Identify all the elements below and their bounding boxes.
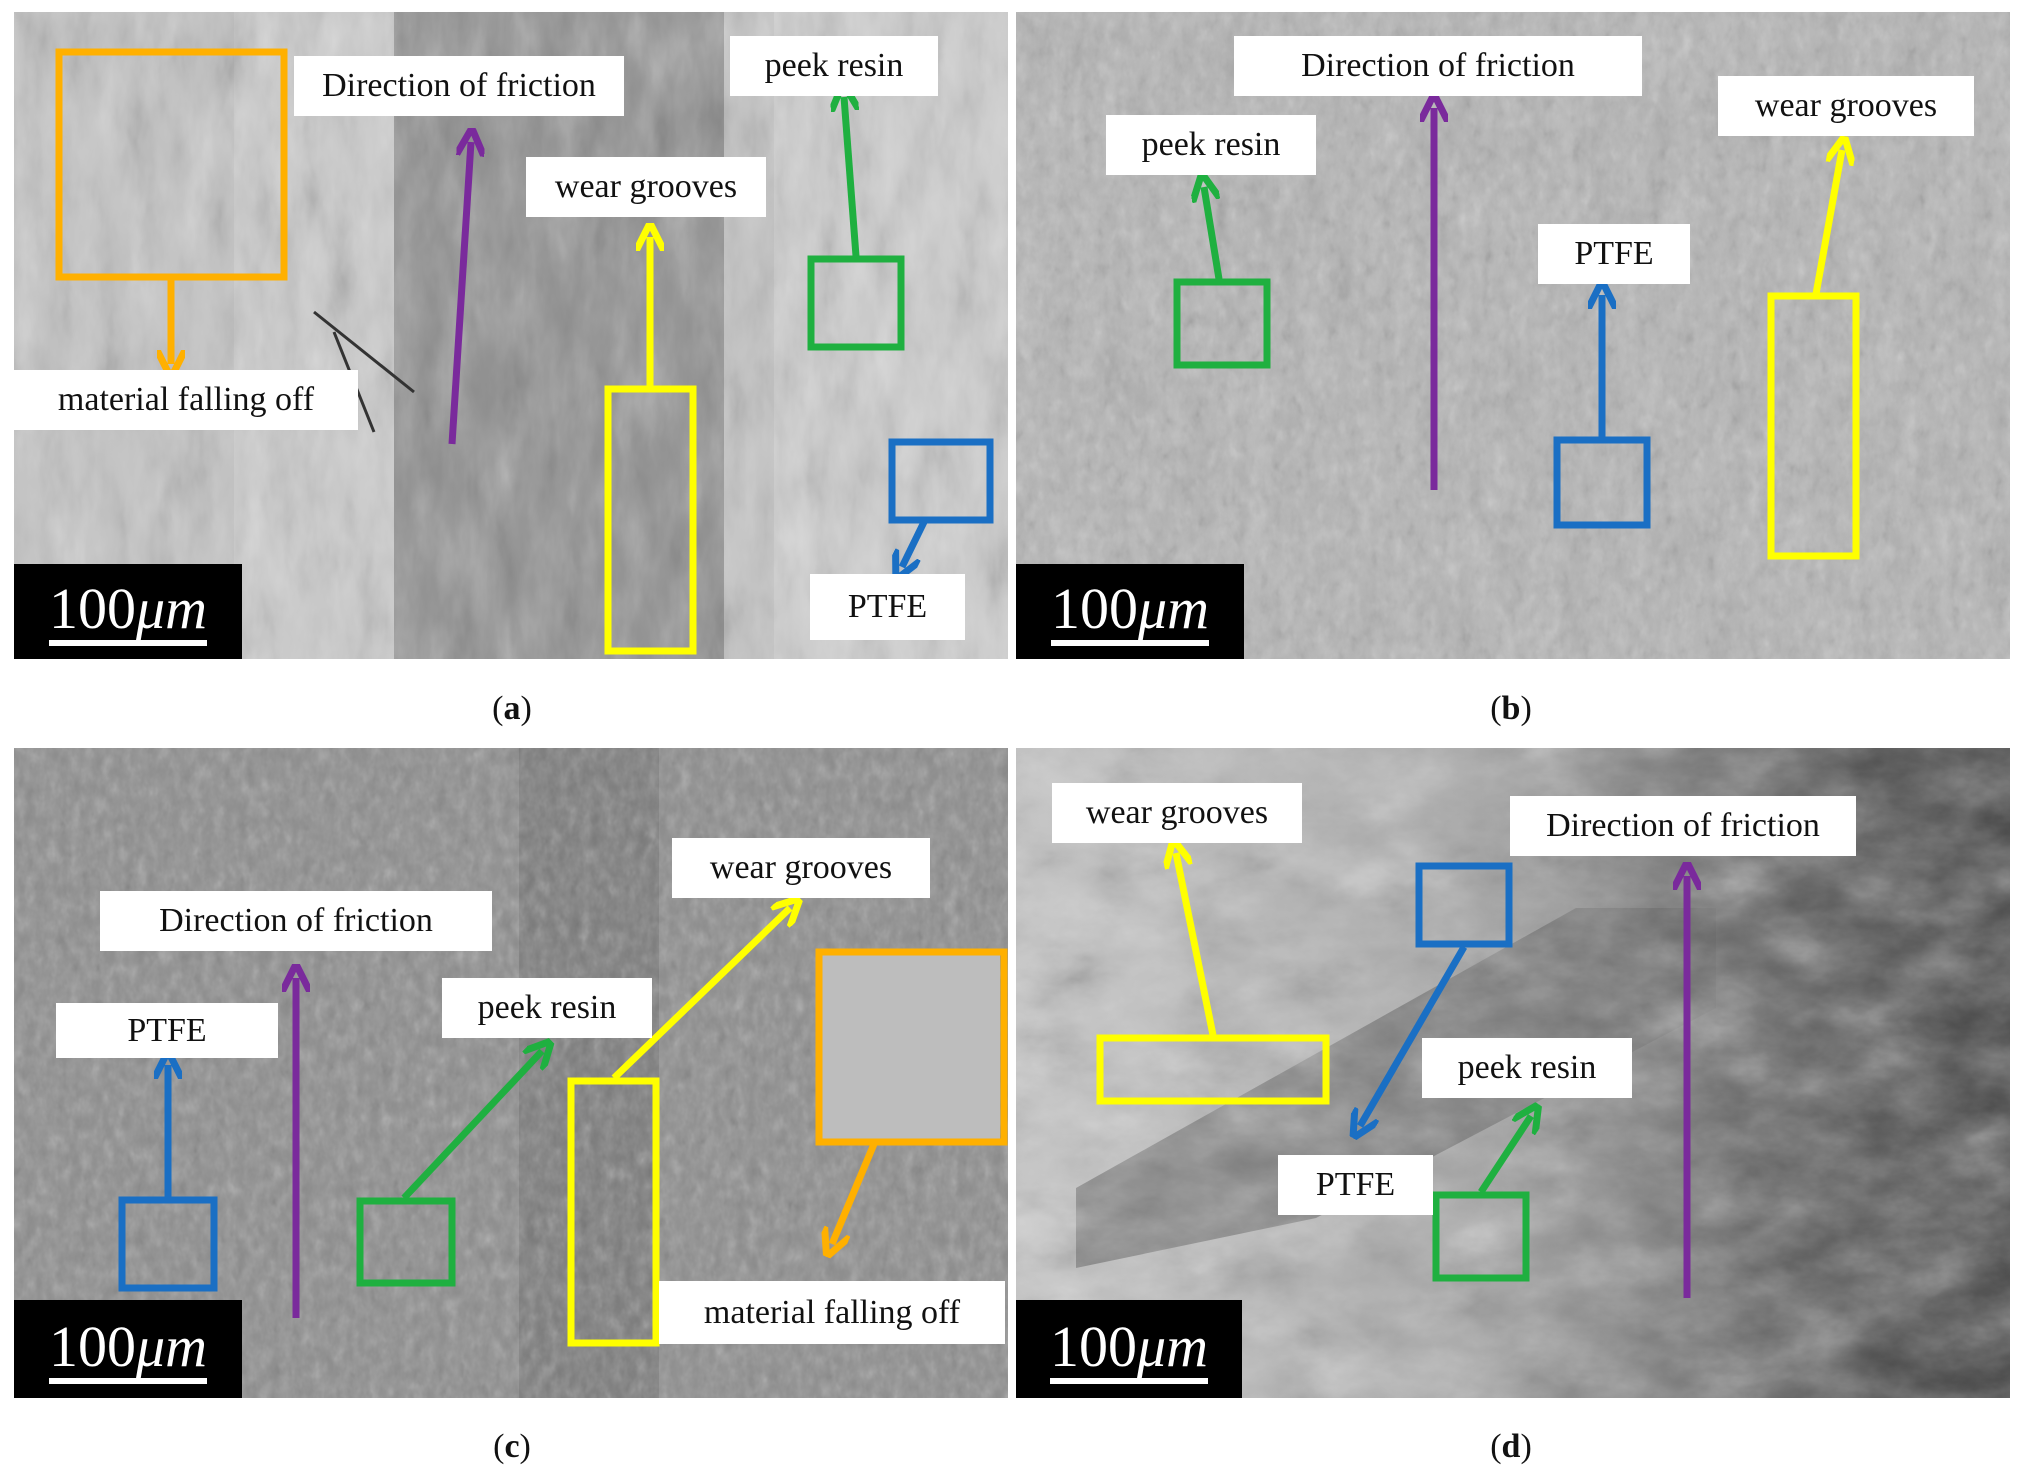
label-wear-grooves: wear grooves: [1718, 76, 1974, 136]
scale-bar-b: 100μm: [1016, 564, 1244, 659]
label-direction-of-friction: Direction of friction: [100, 891, 492, 951]
label-material-falling-off: material falling off: [14, 370, 358, 430]
caption-d: (d): [1490, 1428, 1532, 1465]
caption-a: (a): [492, 690, 532, 727]
panel-b: Direction of friction peek resin wear gr…: [1016, 12, 2010, 659]
label-direction-of-friction: Direction of friction: [1234, 36, 1642, 96]
panel-a: Direction of friction peek resin wear gr…: [14, 12, 1008, 659]
scale-bar-a: 100μm: [14, 564, 242, 659]
label-ptfe: PTFE: [1278, 1155, 1433, 1215]
label-direction-of-friction: Direction of friction: [1510, 796, 1856, 856]
label-material-falling-off: material falling off: [659, 1281, 1005, 1344]
label-peek-resin: peek resin: [1422, 1038, 1632, 1098]
label-wear-grooves: wear grooves: [672, 838, 930, 898]
label-ptfe: PTFE: [810, 574, 965, 640]
scale-bar-d: 100μm: [1016, 1300, 1242, 1398]
label-ptfe: PTFE: [1538, 224, 1690, 284]
label-peek-resin: peek resin: [1106, 115, 1316, 175]
label-peek-resin: peek resin: [442, 978, 652, 1038]
caption-c: (c): [493, 1428, 531, 1465]
label-wear-grooves: wear grooves: [1052, 783, 1302, 843]
panel-c: Direction of friction peek resin wear gr…: [14, 748, 1008, 1398]
caption-b: (b): [1490, 690, 1532, 727]
label-peek-resin: peek resin: [730, 36, 938, 96]
scale-bar-c: 100μm: [14, 1300, 242, 1398]
panel-d: Direction of friction wear grooves peek …: [1016, 748, 2010, 1398]
label-wear-grooves: wear grooves: [526, 157, 766, 217]
label-ptfe: PTFE: [56, 1003, 278, 1058]
label-direction-of-friction: Direction of friction: [294, 56, 624, 116]
